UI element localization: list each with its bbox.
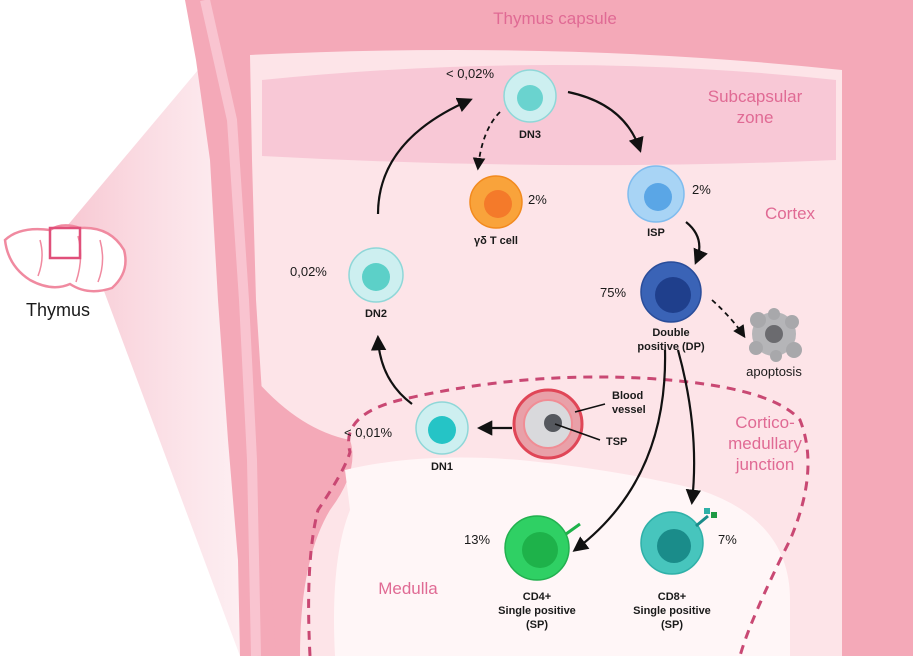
cd8-pct: 7%	[718, 532, 737, 547]
label-cortex: Cortex	[765, 204, 816, 223]
cd8-label-3: (SP)	[661, 619, 683, 631]
dn1-pct: < 0,01%	[344, 425, 393, 440]
label-cmj-2: medullary	[728, 434, 802, 453]
zoom-beam	[62, 20, 240, 656]
cd4-label-1: CD4+	[523, 591, 551, 603]
arrow-dn3-to-isp	[567, 90, 644, 153]
cd4-sp-cell	[504, 515, 581, 581]
isp-cell	[627, 165, 685, 223]
blood-vessel	[512, 388, 584, 460]
dp-pct: 75%	[600, 285, 626, 300]
label-subcapsular-2: zone	[737, 108, 774, 127]
dn1-label: DN1	[431, 461, 453, 473]
cd8-label-1: CD8+	[658, 591, 686, 603]
tsp-label: TSP	[606, 436, 627, 448]
dp-label-1: Double	[652, 327, 689, 339]
arrow-dp-to-cd4	[572, 349, 667, 552]
cd4-pct: 13%	[464, 532, 490, 547]
dn3-cell	[503, 69, 557, 123]
arrow-dn2-to-dn3	[376, 97, 473, 215]
thymus-zoom-box	[48, 226, 82, 260]
gd-t-cell-pct: 2%	[528, 192, 547, 207]
thymus-organ-icon	[3, 224, 127, 293]
dn2-label: DN2	[365, 308, 387, 320]
label-capsule: Thymus capsule	[493, 9, 617, 28]
arrow-dn1-to-dn2	[370, 334, 413, 405]
arrow-isp-to-dp	[685, 221, 708, 265]
dn2-pct: 0,02%	[290, 264, 327, 279]
corticomedullary-line	[307, 375, 810, 656]
isp-label: ISP	[647, 227, 665, 239]
vessel-label-1: Blood	[612, 390, 643, 402]
label-cmj-3: junction	[735, 455, 795, 474]
arrow-dn3-to-gd	[472, 111, 501, 171]
cd8-label-2: Single positive	[633, 605, 711, 617]
label-medulla: Medulla	[378, 579, 438, 598]
gd-t-cell	[469, 175, 523, 229]
dn3-label: DN3	[519, 129, 541, 141]
apoptosis-icon	[749, 308, 802, 362]
capsule-highlight	[200, 0, 261, 656]
isp-pct: 2%	[692, 182, 711, 197]
vessel-pointer	[574, 403, 606, 413]
arrow-dp-to-apoptosis	[711, 299, 746, 339]
dn2-cell	[348, 247, 404, 303]
vessel-label-2: vessel	[612, 404, 646, 416]
dp-cell	[640, 261, 702, 323]
cd4-label-2: Single positive	[498, 605, 576, 617]
dn1-cell	[415, 401, 469, 455]
gd-t-cell-label: γδ T cell	[474, 235, 518, 247]
label-subcapsular-1: Subcapsular	[708, 87, 803, 106]
arrow-dp-to-cd8	[676, 349, 702, 506]
dp-label-2: positive (DP)	[637, 341, 705, 353]
capsule-fold	[256, 380, 353, 656]
thymus-organ-label: Thymus	[26, 300, 90, 320]
tsp-pointer	[554, 423, 601, 441]
cd8-sp-cell	[640, 508, 717, 575]
subcapsular-zone	[262, 65, 836, 166]
dn3-pct: < 0,02%	[446, 66, 495, 81]
apoptosis-label: apoptosis	[746, 364, 802, 379]
label-cmj-1: Cortico-	[735, 413, 795, 432]
cd4-label-3: (SP)	[526, 619, 548, 631]
